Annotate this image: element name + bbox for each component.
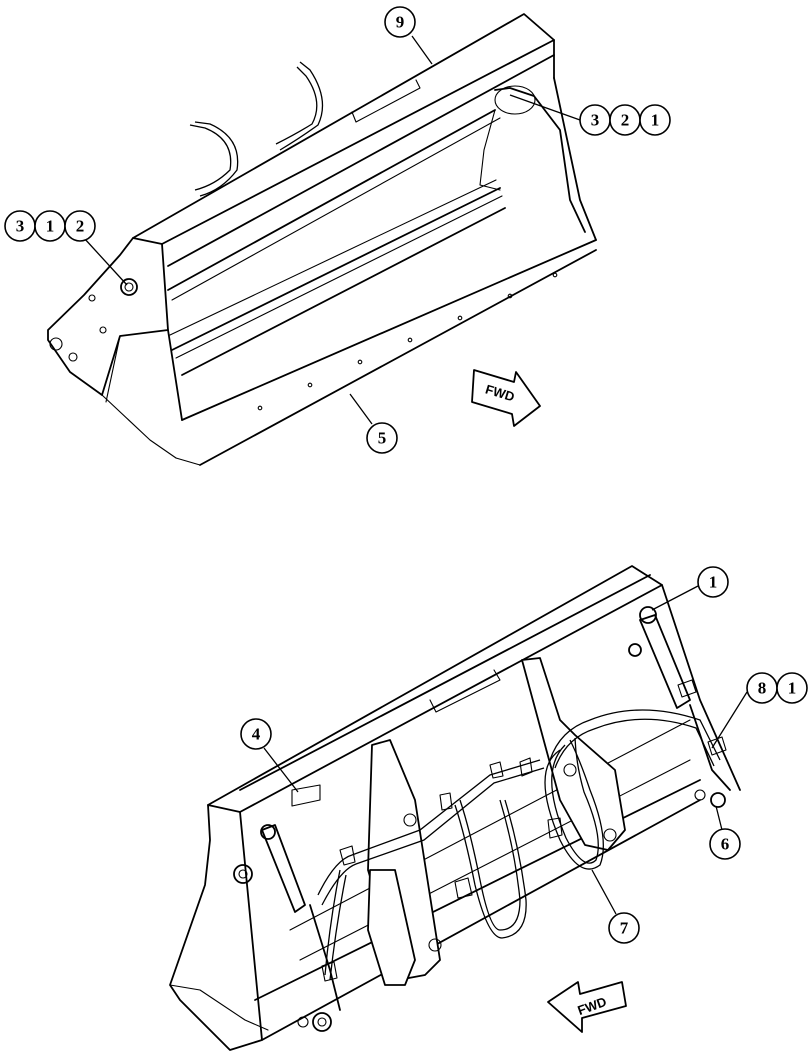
svg-text:7: 7	[620, 919, 629, 938]
svg-text:3: 3	[591, 111, 600, 130]
svg-text:6: 6	[721, 835, 730, 854]
cutting-edge-bolts	[257, 272, 558, 411]
svg-text:2: 2	[76, 217, 85, 236]
callout-bottom-7: 7	[591, 869, 640, 944]
callout-top-5: 5	[349, 393, 398, 454]
svg-text:5: 5	[378, 429, 387, 448]
svg-text:9: 9	[396, 13, 405, 32]
callout-bottom-4: 4	[240, 718, 299, 793]
callout-top-9: 9	[384, 6, 433, 65]
svg-text:1: 1	[46, 217, 55, 236]
svg-text:1: 1	[709, 573, 718, 592]
callout-bottom-6: 6	[709, 805, 741, 860]
svg-text:2: 2	[621, 111, 630, 130]
bottom-bucket-drawing	[169, 565, 741, 1051]
rear-direction-arrow: FWD	[547, 981, 627, 1033]
svg-text:1: 1	[788, 679, 797, 698]
svg-text:4: 4	[252, 725, 261, 744]
top-bucket-drawing	[47, 13, 597, 466]
callout-bottom-8-1: 8 1	[711, 672, 808, 749]
svg-text:3: 3	[16, 217, 25, 236]
svg-text:8: 8	[758, 679, 767, 698]
svg-text:1: 1	[651, 111, 660, 130]
callout-bottom-1: 1	[651, 566, 729, 611]
callout-top-3-2-1: 3 2 1	[509, 94, 671, 136]
callout-top-3-1-2: 3 1 2	[4, 210, 128, 286]
forward-direction-arrow: FWD	[471, 369, 541, 427]
